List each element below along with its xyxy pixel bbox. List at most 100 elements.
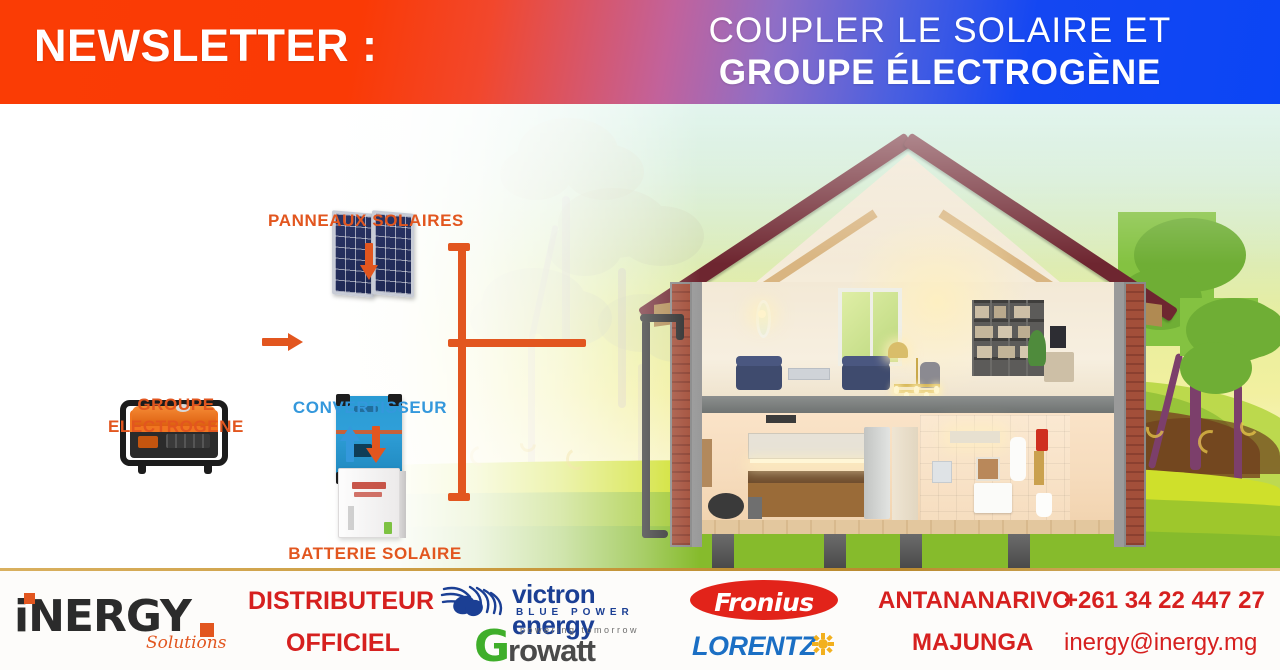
chandelier — [894, 358, 940, 400]
kitchen-counter — [748, 471, 878, 483]
arrow-generator-to-inverter — [262, 332, 306, 352]
potted-plant — [1028, 330, 1046, 366]
battery-side — [400, 471, 406, 538]
label-generator: GROUPE ELECTROGENE — [68, 394, 284, 438]
inergy-tagline: Solutions — [146, 633, 227, 653]
floor-slab — [686, 396, 1130, 413]
tree-right-2 — [1180, 298, 1280, 494]
partner-logo-growatt: G powering tomorrow rowatt — [474, 623, 674, 669]
header-subject-line2: GROUPE ÉLECTROGÈNE — [718, 53, 1162, 92]
contact-email[interactable]: inergy@inergy.mg — [1064, 629, 1258, 656]
ground-floor — [692, 413, 1124, 533]
arrow-battery-discharge — [366, 426, 386, 463]
city-majunga: MAJUNGA — [912, 629, 1034, 656]
busbar-spine — [458, 243, 466, 501]
table-lamp — [888, 342, 908, 358]
battery-side-text — [348, 506, 354, 530]
city-antananarivo: ANTANANARIVO — [878, 587, 1071, 614]
victron-mark-icon — [440, 585, 503, 617]
sofa-right — [842, 356, 890, 390]
label-solar-panels: PANNEAUX SOLAIRES — [268, 211, 464, 230]
generator-fuel-tank — [132, 406, 216, 426]
sofa-left — [736, 356, 782, 390]
generator-frame — [120, 400, 228, 466]
header-subject: COUPLER LE SOLAIRE ET GROUPE ÉLECTROGÈNE — [600, 10, 1280, 94]
foundation-pier-1 — [712, 534, 734, 568]
wall-tv — [1050, 326, 1066, 348]
range-hood — [766, 415, 796, 423]
dining-chair — [748, 497, 762, 519]
battery-image — [338, 468, 406, 540]
lorentz-name: LORENTZ — [692, 631, 817, 661]
victron-name: victron energy — [512, 579, 596, 640]
inergy-logo-tick — [200, 623, 214, 637]
wall-boiler — [1036, 429, 1048, 451]
brick-wall-right — [1124, 282, 1146, 547]
bookcase — [972, 300, 1044, 376]
water-heater — [1010, 437, 1026, 481]
under-cabinet-light — [750, 459, 876, 463]
bathroom-mirror — [976, 457, 1000, 481]
house-cutaway-illustration — [637, 132, 1179, 568]
victron-subtitle: BLUE POWER — [516, 607, 634, 618]
generator-control-panel — [166, 434, 210, 448]
pipework — [1034, 451, 1044, 485]
inverter-logo — [354, 406, 378, 412]
partner-logo-victron: victron energy BLUE POWER — [440, 577, 680, 640]
contact-phone[interactable]: +261 34 22 447 27 — [1064, 587, 1265, 614]
inverter-corner-tr — [388, 394, 402, 406]
wall-light — [758, 310, 766, 318]
bathroom-vanity — [974, 483, 1012, 513]
battery-brand-sub — [354, 492, 382, 497]
label-generator-line2: ELECTROGENE — [107, 417, 244, 436]
distributor-line1: DISTRIBUTEUR — [248, 587, 435, 615]
radiator — [788, 368, 830, 380]
newsletter-title: NEWSLETTER : — [34, 20, 378, 71]
sideboard — [1044, 352, 1074, 382]
growatt-name: rowatt — [508, 633, 596, 668]
inergy-logo: iNERGY Solutions — [14, 585, 236, 653]
wall-render-right — [1114, 282, 1124, 547]
label-inverter: CONVERTISSEUR — [292, 398, 448, 417]
upper-floor-living-room — [692, 212, 1124, 400]
lorentz-sun-icon — [812, 633, 834, 655]
inverter-corner-tl — [336, 394, 350, 406]
foundation-pier-2 — [824, 534, 846, 568]
generator-leg-2 — [204, 462, 212, 474]
battery-status-led — [384, 522, 392, 534]
inergy-logo-dot — [24, 593, 35, 604]
inverter-stripe — [336, 430, 402, 434]
generator-image — [118, 392, 230, 478]
arrow-panels-to-inverter — [360, 243, 378, 283]
refrigerator — [864, 427, 890, 519]
armchair — [920, 362, 940, 388]
foundation-pier-4 — [1008, 534, 1030, 568]
partner-logo-lorentz: LORENTZ — [692, 629, 852, 665]
towel-radiator — [932, 461, 952, 483]
busbar-mid-cross — [448, 339, 586, 347]
generator-outlet — [138, 436, 158, 448]
busbar-bottom-stub — [448, 493, 470, 501]
header-banner: NEWSLETTER : COUPLER LE SOLAIRE ET GROUP… — [0, 0, 1280, 104]
growatt-g-mark: G — [474, 621, 511, 670]
header-subject-line1: COUPLER LE SOLAIRE ET — [708, 11, 1172, 50]
foundation-pier-3 — [900, 534, 922, 568]
oval-window — [756, 300, 771, 338]
dining-table — [708, 493, 744, 519]
fronius-name: Fronius — [714, 588, 814, 617]
bathroom-light — [950, 431, 1000, 443]
system-diagram: PANNEAUX SOLAIRES GROUPE ELECTROGENE — [0, 104, 700, 570]
kitchen-base-cabinets — [748, 483, 878, 517]
generator-leg-1 — [138, 462, 146, 474]
footer-divider — [0, 568, 1280, 571]
inergy-wordmark: iNERGY — [14, 591, 192, 642]
label-generator-line1: GROUPE — [137, 395, 215, 414]
generator-fuel-cap — [176, 404, 190, 412]
kitchen-wall-cabinets — [748, 433, 878, 459]
label-battery: BATTERIE SOLAIRE — [288, 544, 462, 563]
toilet — [1036, 493, 1052, 517]
battery-brand-logo — [352, 482, 386, 489]
ground-floorboards — [692, 520, 1124, 534]
partner-logo-fronius: Fronius — [690, 580, 838, 620]
